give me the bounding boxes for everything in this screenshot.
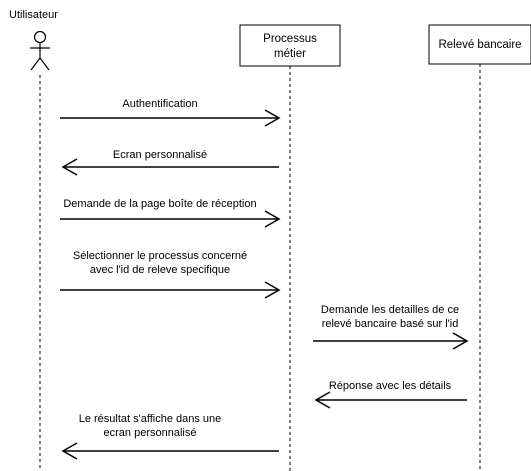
participant-processus-metier: Processus métier	[239, 24, 341, 471]
message-ecran-personnalise: Ecran personnalisé	[61, 149, 279, 176]
message-authentification: Authentification	[60, 98, 281, 127]
participant-box	[239, 24, 341, 67]
message-label: Authentification	[122, 98, 197, 110]
participant-label: Relevé bancaire	[438, 39, 521, 51]
participant-label-line2: métier	[274, 48, 306, 60]
participant-box	[428, 24, 531, 65]
message-label-line2: avec l'id de releve specifique	[90, 264, 230, 276]
message-label-line1: Sélectionner le processus concerné	[73, 250, 247, 262]
actor-label: Utilisateur	[9, 9, 58, 21]
arrowhead-right-icon	[264, 281, 281, 299]
arrowhead-left-icon	[314, 391, 331, 409]
message-label-line1: Le résultat s'affiche dans une	[79, 413, 222, 425]
message-label-line1: Demande les detailles de ce	[321, 304, 459, 316]
participant-label-line1: Processus	[263, 33, 317, 45]
message-label-line2: ecran personnalisé	[104, 427, 197, 439]
arrowhead-left-icon	[61, 158, 78, 176]
message-selectionner-processus: Sélectionner le processus concerné avec …	[60, 250, 281, 299]
participant-releve-bancaire: Relevé bancaire	[428, 24, 531, 471]
arrowhead-left-icon	[61, 442, 78, 460]
arrowhead-right-icon	[452, 332, 469, 350]
message-demande-details: Demande les detailles de ce relevé banca…	[313, 304, 469, 350]
message-label-line2: relevé bancaire basé sur l'id	[322, 318, 459, 330]
arrowhead-right-icon	[264, 109, 281, 127]
message-resultat-affiche: Le résultat s'affiche dans une ecran per…	[61, 413, 279, 460]
message-label: Demande de la page boîte de réception	[63, 198, 256, 210]
message-label: Réponse avec les détails	[329, 380, 452, 392]
stick-figure-icon	[30, 30, 50, 71]
message-reponse-details: Réponse avec les détails	[314, 380, 467, 409]
actor-utilisateur: Utilisateur	[9, 9, 58, 471]
message-demande-boite-reception: Demande de la page boîte de réception	[60, 198, 281, 228]
arrowhead-right-icon	[264, 210, 281, 228]
message-label: Ecran personnalisé	[113, 149, 207, 161]
